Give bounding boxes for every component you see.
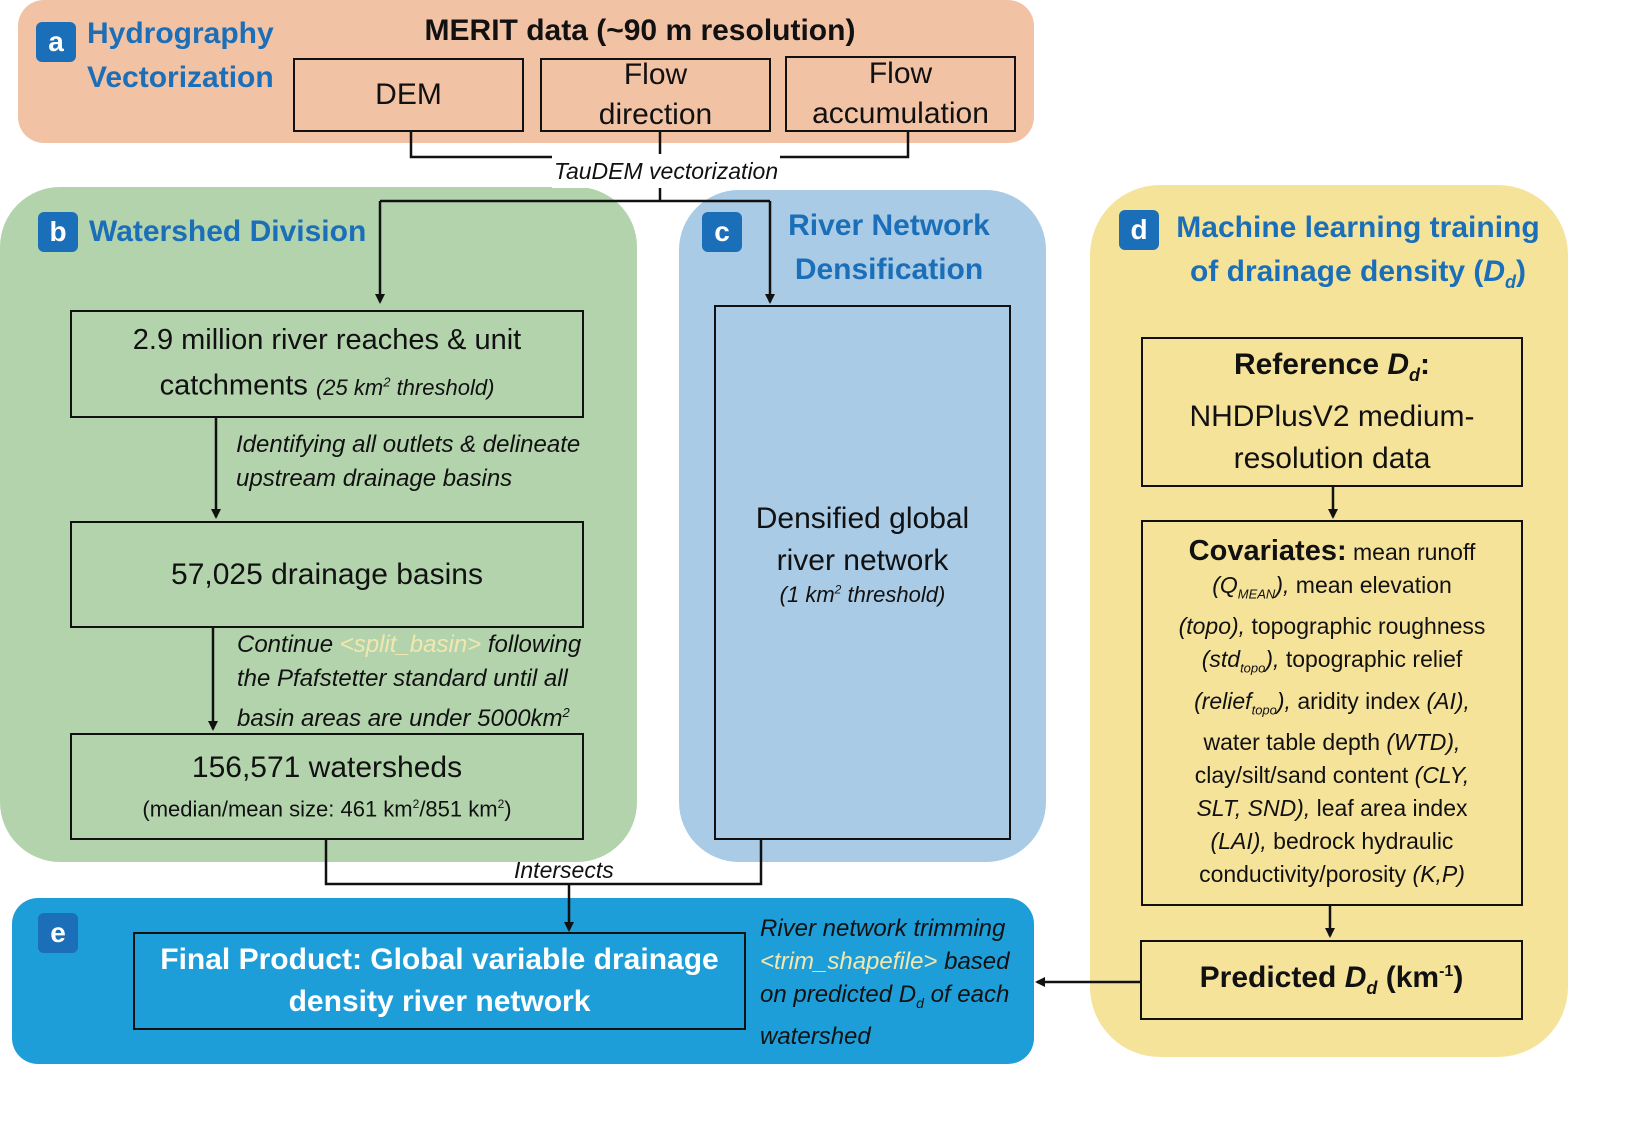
box-final-product: Final Product: Global variable drainage … xyxy=(133,932,746,1030)
badge-c: c xyxy=(702,212,742,252)
cov-line2: (QMEAN), mean elevation xyxy=(1212,571,1452,602)
cov-line4: (stdtopo), topographic relief xyxy=(1201,646,1463,676)
box-river-reaches-threshold: (25 km2 threshold) xyxy=(315,374,495,400)
step-identify-line2: upstream drainage basins xyxy=(236,465,513,492)
box-reference-line1: Reference Dd: xyxy=(1233,348,1431,385)
badge-e: e xyxy=(38,913,78,953)
final-product-line1: Final Product: Global variable drainage xyxy=(160,943,719,976)
panel-c-title-line2: Densification xyxy=(794,253,984,286)
badge-b: b xyxy=(38,212,78,252)
box-river-reaches-catchments: catchments xyxy=(159,369,308,402)
trim-line4: watershed xyxy=(760,1022,871,1050)
step-identify-line1: Identifying all outlets & delineate xyxy=(236,431,581,458)
box-watersheds: 156,571 watersheds (median/mean size: 46… xyxy=(70,733,584,840)
box-densified-threshold: (1 km2 threshold) xyxy=(779,581,946,607)
final-product-line2: density river network xyxy=(288,985,591,1018)
panel-d-title-line1: Machine learning training xyxy=(1176,211,1540,244)
cov-line3: (topo), topographic roughness xyxy=(1178,613,1486,640)
box-flow-direction-line1: Flow xyxy=(623,58,688,91)
taudem-label: TauDEM vectorization xyxy=(552,154,781,188)
trim-line1: River network trimming xyxy=(760,915,1006,942)
box-river-reaches-line2: catchments (25 km2 threshold) xyxy=(160,361,495,408)
box-flow-accumulation-line2: accumulation xyxy=(812,97,989,130)
panel-b-watershed xyxy=(0,187,637,862)
box-reference-line2: NHDPlusV2 medium- xyxy=(1189,400,1475,433)
box-covariates: Covariates: mean runoff (QMEAN), mean el… xyxy=(1141,520,1523,906)
box-densified-line2: river network xyxy=(776,543,949,577)
box-flow-direction-line2: direction xyxy=(598,98,713,131)
merit-header: MERIT data (~90 m resolution) xyxy=(424,14,856,47)
badge-d: d xyxy=(1119,210,1159,250)
box-watersheds-line1: 156,571 watersheds xyxy=(191,750,463,784)
box-reference-line3: resolution data xyxy=(1233,442,1431,475)
step-split-basin: Continue <split_basin> following the Pfa… xyxy=(237,628,581,736)
box-river-reaches: 2.9 million river reaches & unit catchme… xyxy=(70,310,584,418)
step-identify-outlets: Identifying all outlets & delineate upst… xyxy=(236,428,580,496)
intersects-label: Intersects xyxy=(514,857,614,883)
predicted-dd-label: Predicted Dd (km-1) xyxy=(1199,961,1464,998)
step-split-line3: basin areas are under 5000km2 xyxy=(237,705,570,732)
box-reference-dd: Reference Dd: NHDPlusV2 medium- resoluti… xyxy=(1141,337,1523,487)
panel-d-title: Machine learning training of drainage de… xyxy=(1168,206,1548,304)
trim-note: River network trimming <trim_shapefile> … xyxy=(760,912,1010,1053)
box-drainage-basins-label: 57,025 drainage basins xyxy=(171,557,483,591)
panel-b-title: Watershed Division xyxy=(89,215,367,248)
cov-line7: clay/silt/sand content (CLY, xyxy=(1194,762,1470,789)
box-predicted-dd: Predicted Dd (km-1) xyxy=(1140,940,1523,1020)
box-densified-network: Densified global river network (1 km2 th… xyxy=(714,305,1011,840)
split-basin-code: <split_basin> xyxy=(339,631,482,658)
panel-c-title: River Network Densification xyxy=(760,204,1018,292)
panel-c-densification xyxy=(679,190,1046,862)
panel-a-title: Hydrography Vectorization xyxy=(87,12,274,100)
panel-e-final xyxy=(12,898,1034,1064)
box-dem: DEM xyxy=(293,58,524,132)
panel-a-hydrography xyxy=(18,0,1034,143)
box-flow-direction: Flow direction xyxy=(540,58,771,132)
cov-line8: SLT, SND), leaf area index xyxy=(1196,795,1468,822)
box-dem-label: DEM xyxy=(375,78,442,111)
cov-line10: conductivity/porosity (K,P) xyxy=(1199,861,1465,888)
cov-line6: water table depth (WTD), xyxy=(1203,729,1461,756)
cov-line1: Covariates: mean runoff xyxy=(1188,534,1476,567)
box-densified-line1: Densified global xyxy=(755,501,970,535)
trim-line3: on predicted Dd of each xyxy=(760,981,1010,1011)
badge-a: a xyxy=(36,22,76,62)
panel-c-title-line1: River Network xyxy=(788,209,990,242)
box-drainage-basins: 57,025 drainage basins xyxy=(70,521,584,628)
box-flow-accumulation-line1: Flow xyxy=(868,57,933,90)
box-flow-accumulation: Flow accumulation xyxy=(785,56,1016,132)
panel-a-title-line2: Vectorization xyxy=(87,61,274,94)
trim-line2: <trim_shapefile> based xyxy=(760,948,1010,975)
step-split-line2: the Pfafstetter standard until all xyxy=(237,665,568,692)
panel-d-title-line2: of drainage density (Dd) xyxy=(1189,255,1527,292)
panel-a-title-line1: Hydrography xyxy=(87,17,274,50)
box-river-reaches-line1: 2.9 million river reaches & unit xyxy=(132,324,522,357)
cov-line5: (relieftopo), aridity index (AI), xyxy=(1194,687,1470,718)
cov-line9: (LAI), bedrock hydraulic xyxy=(1210,828,1454,855)
step-split-line1: Continue <split_basin> following xyxy=(237,631,582,658)
box-watersheds-line2: (median/mean size: 461 km2/851 km2) xyxy=(142,796,512,822)
